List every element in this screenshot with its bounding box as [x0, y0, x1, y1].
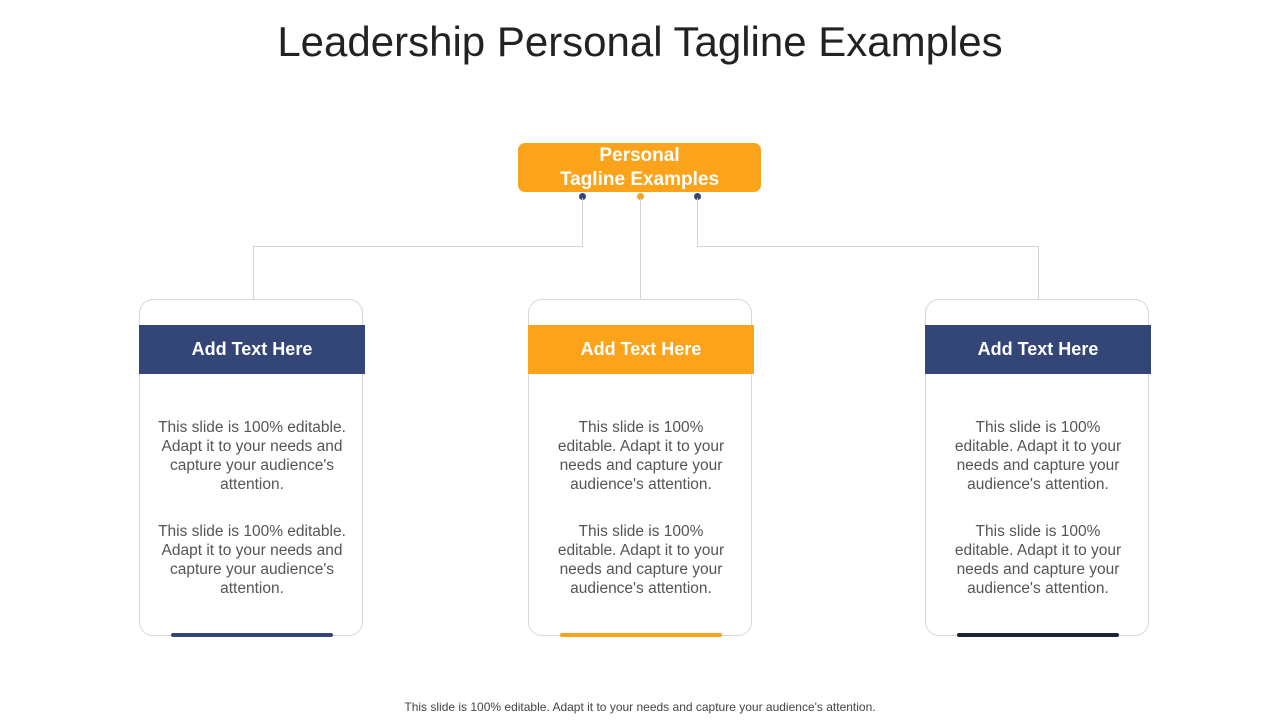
connector-line [253, 246, 583, 247]
card-accent-bar [560, 633, 722, 637]
card-right: Add Text Here This slide is 100% editabl… [925, 299, 1151, 637]
card-paragraph: This slide is 100% editable. Adapt it to… [557, 523, 725, 597]
card-accent-bar [171, 633, 333, 637]
root-label-line1: Personal [599, 144, 680, 166]
connector-dot-right [694, 193, 701, 200]
connector-line [697, 198, 698, 246]
connector-line [640, 198, 641, 299]
card-paragraph: This slide is 100% editable. Adapt it to… [158, 523, 346, 597]
footer-note: This slide is 100% editable. Adapt it to… [404, 700, 876, 714]
card-header: Add Text Here [139, 325, 365, 374]
root-node: Personal Tagline Examples [518, 143, 761, 192]
connector-line [253, 246, 254, 299]
card-accent-bar [957, 633, 1119, 637]
connector-line [1038, 246, 1039, 299]
card-paragraph: This slide is 100% editable. Adapt it to… [954, 523, 1122, 597]
connector-dot-left [579, 193, 586, 200]
connector-dot-center [637, 193, 644, 200]
card-header: Add Text Here [528, 325, 754, 374]
card-paragraph: This slide is 100% editable. Adapt it to… [954, 419, 1122, 493]
card-header: Add Text Here [925, 325, 1151, 374]
card-paragraph: This slide is 100% editable. Adapt it to… [557, 419, 725, 493]
page-title: Leadership Personal Tagline Examples [277, 18, 1003, 65]
connector-line [697, 246, 1039, 247]
root-label-line2: Tagline Examples [559, 168, 720, 190]
card-center: Add Text Here This slide is 100% editabl… [528, 299, 754, 637]
card-left: Add Text Here This slide is 100% editabl… [139, 299, 365, 637]
card-paragraph: This slide is 100% editable. Adapt it to… [158, 419, 346, 493]
connector-line [582, 198, 583, 246]
